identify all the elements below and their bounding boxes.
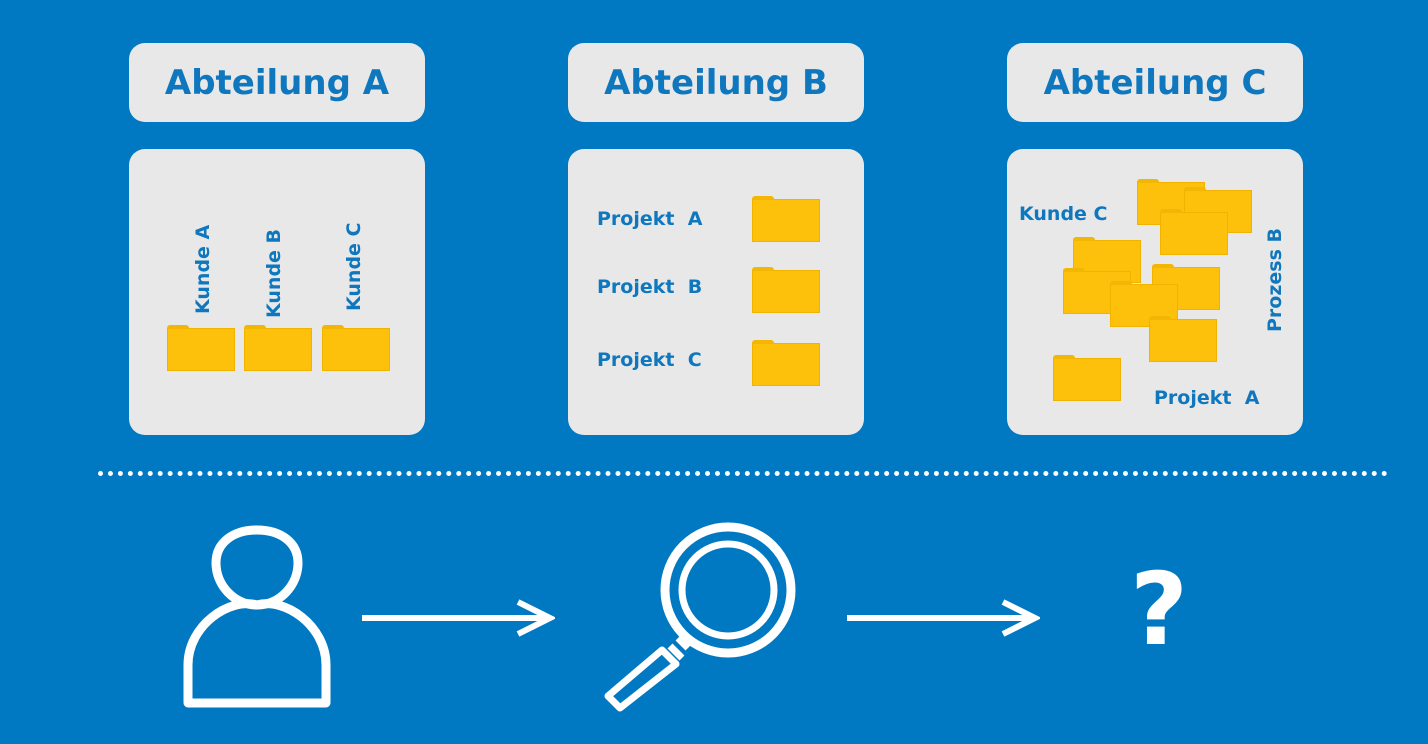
arrow-right-icon [847, 599, 1040, 637]
folder-icon [244, 325, 312, 371]
label-kunde-c: Kunde C [343, 222, 365, 312]
arrow-right-icon [362, 599, 555, 637]
folder-icon [752, 267, 820, 313]
department-a-title: Abteilung A [129, 43, 425, 122]
magnifier-icon [604, 522, 796, 712]
label-kunde-c: Kunde C [1019, 203, 1108, 225]
user-icon [183, 525, 331, 708]
department-c-title: Abteilung C [1007, 43, 1303, 122]
folder-icon [322, 325, 390, 371]
department-b-title: Abteilung B [568, 43, 864, 122]
folder-icon [1053, 355, 1121, 401]
label-projekt-c: Projekt C [597, 349, 702, 371]
folder-icon [752, 196, 820, 242]
folder-icon [1149, 316, 1217, 362]
label-projekt-a: Projekt A [597, 208, 703, 230]
label-kunde-a: Kunde A [192, 224, 214, 314]
label-kunde-b: Kunde B [263, 228, 285, 318]
department-a-panel [129, 149, 425, 435]
folder-icon [1160, 209, 1228, 255]
label-projekt-a: Projekt A [1154, 387, 1260, 409]
folder-icon [752, 340, 820, 386]
folder-icon [167, 325, 235, 371]
label-prozess-b: Prozess B [1264, 227, 1286, 332]
label-projekt-b: Projekt B [597, 276, 703, 298]
divider [98, 471, 1388, 476]
question-mark: ? [1130, 551, 1189, 668]
